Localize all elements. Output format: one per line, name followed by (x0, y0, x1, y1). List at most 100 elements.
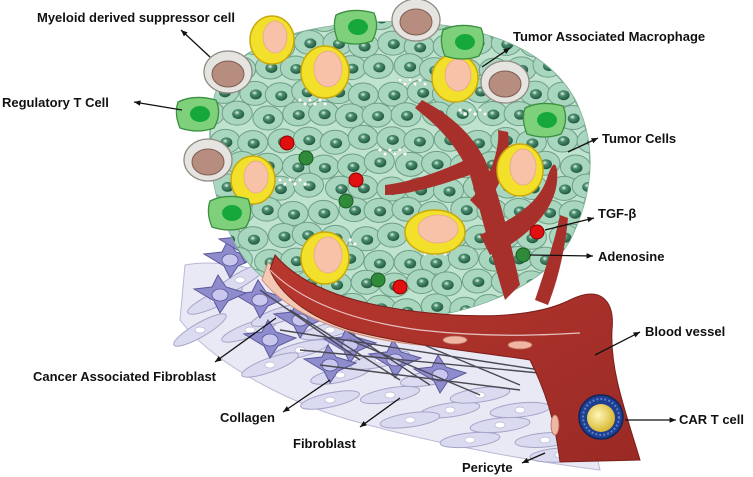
tumor-cell-nucleus (265, 62, 278, 73)
fibroblast-nucleus (264, 361, 276, 369)
tumor-cell-nucleus (335, 184, 348, 195)
tgf-beta-dot (529, 224, 545, 240)
vesicle (317, 97, 323, 103)
treg-nucleus (537, 112, 557, 128)
car-t-cell (578, 394, 624, 440)
tumor-cell (573, 222, 590, 248)
arrowhead (633, 332, 640, 338)
mdsc-nucleus (488, 70, 522, 98)
collagen-fiber (349, 339, 481, 396)
fibroblast-nucleus (404, 416, 416, 424)
tumor-cell-nucleus (569, 258, 582, 269)
tumor-cell-nucleus (573, 21, 586, 25)
tumor-cell-nucleus (443, 186, 456, 197)
collagen-fiber (299, 349, 561, 376)
arrowhead (360, 421, 367, 427)
vesicle (417, 77, 423, 83)
fibroblast-nucleus (464, 436, 476, 444)
vesicle (302, 181, 308, 187)
tumor-cell-nucleus (583, 89, 590, 100)
vesicle (457, 107, 463, 113)
adenosine-dot (515, 247, 531, 263)
tumor-cell-nucleus (567, 113, 580, 124)
label-caf: Cancer Associated Fibroblast (33, 369, 217, 384)
tumor-cell-nucleus (404, 61, 417, 72)
macrophage-nucleus (313, 50, 343, 88)
tumor-cell-nucleus (569, 63, 582, 74)
vesicle (397, 77, 403, 83)
tumor-cell-nucleus (587, 282, 590, 293)
caf-nucleus (211, 288, 229, 302)
tumor-cell-nucleus (262, 113, 275, 124)
mdsc-nucleus (191, 148, 225, 176)
tumor-cell-nucleus (387, 39, 400, 50)
vesicle (352, 241, 358, 247)
tumor-cell-nucleus (373, 62, 386, 73)
vesicle (282, 181, 288, 187)
label-pericyte: Pericyte (462, 460, 513, 475)
pericytes (442, 335, 560, 436)
tgf-beta-dot (279, 135, 295, 151)
tumor-cell-nucleus (413, 136, 426, 147)
adenosine-dot (370, 272, 386, 288)
label-collagen: Collagen (220, 410, 275, 425)
treg-nucleus (190, 106, 210, 122)
tumor-cell-nucleus (556, 281, 569, 292)
tumor-cell-nucleus (290, 63, 303, 74)
vesicle (407, 77, 413, 83)
label-treg: Regulatory T Cell (2, 95, 109, 110)
arrowhead (669, 417, 676, 423)
fibroblast-nucleus (494, 421, 506, 429)
fibroblast-nucleus (324, 396, 336, 404)
tumor-cell (473, 293, 505, 319)
tumor-cell-nucleus (544, 207, 557, 218)
tumor-cell-nucleus (358, 90, 371, 101)
tumor-cell-nucleus (583, 231, 590, 242)
tumor-cell-nucleus (374, 206, 387, 217)
caf-nucleus (221, 253, 239, 267)
vesicle (402, 81, 408, 87)
tumor-cell-nucleus (330, 138, 343, 149)
myeloid-derived-suppressor-cells (183, 0, 530, 182)
arrowhead (522, 457, 529, 463)
arrowhead (134, 100, 141, 106)
tumor-cell (576, 128, 590, 154)
vesicle (482, 111, 488, 117)
tumor-cell-nucleus (304, 38, 317, 49)
tumor-cell-nucleus (247, 234, 260, 245)
fibroblast-nucleus (244, 326, 256, 334)
vesicle (297, 97, 303, 103)
macrophage-nucleus (509, 148, 537, 186)
macrophage-nucleus (262, 20, 288, 54)
tumor-cell-nucleus (249, 89, 262, 100)
tumor-cell-nucleus (459, 21, 472, 26)
treg-nucleus (348, 19, 368, 35)
tumor-cell-nucleus (292, 162, 305, 173)
tumor-cell-nucleus (430, 258, 443, 269)
label-mdsc: Myeloid derived suppressor cell (37, 10, 235, 25)
arrowhead (591, 138, 598, 144)
arrowhead (503, 48, 510, 54)
vesicle (387, 147, 393, 153)
vesicle (472, 111, 478, 117)
tumor-cell-nucleus (441, 279, 454, 290)
vesicle (462, 111, 468, 117)
regulatory-t-cells (175, 9, 567, 231)
tumor-cell-nucleus (484, 21, 497, 24)
tumor-cell-nucleus (559, 184, 572, 195)
adenosine-dot (298, 150, 314, 166)
tumor-cell-nucleus (232, 109, 245, 120)
fibroblast-nucleus (444, 406, 456, 414)
tumor-cell-nucleus (261, 205, 274, 216)
tumor-cell-nucleus (345, 111, 358, 122)
adenosine-dots (298, 150, 531, 288)
collagen-fiber (319, 364, 521, 391)
vesicle (397, 147, 403, 153)
label-adenosine: Adenosine (598, 249, 664, 264)
tumor-cell-nucleus (318, 109, 331, 120)
tumor-cell-nucleus (557, 90, 570, 101)
tumor-cell-nucleus (431, 301, 444, 312)
tumor-cell-nucleus (526, 278, 539, 289)
fibroblast-nucleus (234, 276, 246, 284)
